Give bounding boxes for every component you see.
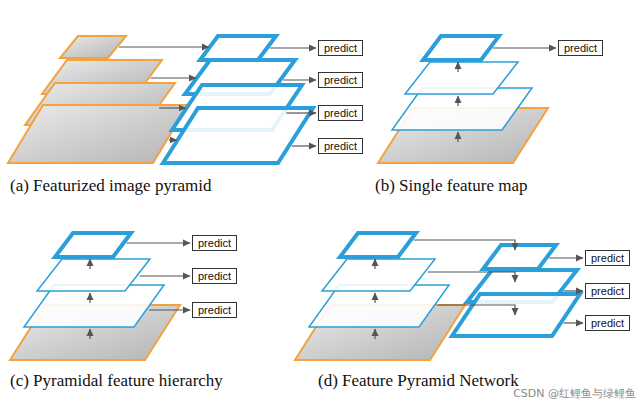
caption: (c) Pyramidal feature hierarchy [10,371,223,391]
flow-arrow [151,77,196,78]
predict-box: predict [585,315,630,331]
node-text: predict [324,41,357,55]
node-text: predict [564,41,597,55]
caption: (a) Featurized image pyramid [10,176,212,196]
caption: (d) Feature Pyramid Network [318,371,519,391]
flow-arrow [374,293,375,303]
flow-arrow [438,305,515,315]
node-text: predict [198,269,231,283]
feature-map [55,233,131,257]
feature-map [423,36,499,60]
feature-map [340,233,416,257]
node-text: predict [591,251,624,265]
node-text: predict [591,316,624,330]
flow-arrow [283,79,316,80]
feature-map [37,259,150,291]
predict-box: predict [318,105,363,121]
feature-map [483,245,556,269]
feature-map [405,62,518,94]
flow-arrow [292,145,316,146]
node-text: predict [591,284,624,298]
input-image [60,36,126,58]
node-text: predict [324,73,357,87]
flow-arrow [286,112,316,113]
predict-box: predict [192,302,237,318]
flow-arrow [493,47,556,48]
feature-map [452,294,580,336]
predict-box: predict [318,40,363,56]
feature-map [200,36,276,60]
flow-arrow [149,309,190,310]
predict-box: predict [318,138,363,154]
flow-arrow [564,290,583,291]
flow-arrow [89,329,90,339]
node-text: predict [324,106,357,120]
flow-arrow [457,62,458,72]
predict-box: predict [192,268,237,284]
predict-box: predict [585,250,630,266]
watermark: CSDN @红鲤鱼与绿鲤鱼 [513,387,636,400]
flow-arrow [374,329,375,339]
predict-box: predict [192,235,237,251]
flow-arrow [127,242,191,243]
flow-arrow [159,107,186,108]
caption: (b) Single feature map [375,176,527,196]
node-text: predict [324,139,357,153]
flow-arrow [374,259,375,269]
flow-arrow [428,272,515,282]
flow-arrow [457,96,458,106]
flow-arrow [140,275,190,276]
predict-box: predict [585,283,630,299]
flow-arrow [119,46,209,47]
flow-arrow [457,132,458,142]
flow-arrow [564,322,583,323]
feature-map [322,259,435,291]
input-image [8,105,188,163]
predict-box: predict [318,72,363,88]
flow-arrow [270,47,316,48]
flow-arrow [169,139,177,140]
feature-map [163,108,313,163]
node-text: predict [198,236,231,250]
predict-box: predict [558,40,603,56]
node-text: predict [198,303,231,317]
flow-arrow [89,259,90,269]
flow-arrow [414,240,515,250]
flow-arrow [549,257,583,258]
flow-arrow [89,293,90,303]
